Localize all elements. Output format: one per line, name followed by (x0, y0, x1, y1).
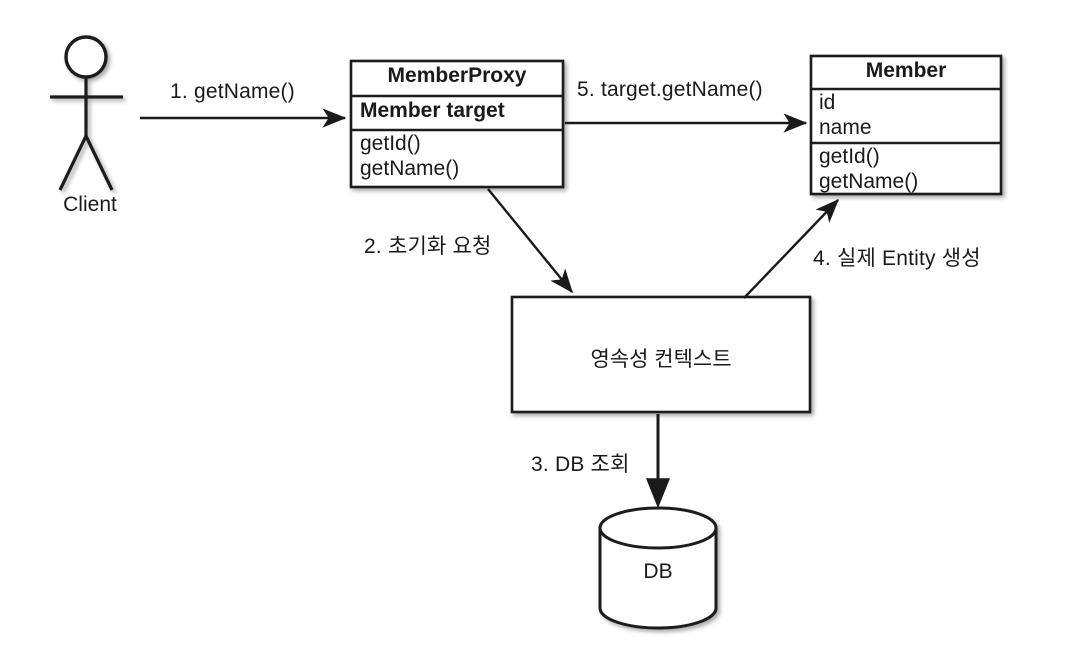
member-box (809, 54, 1003, 196)
member-attribute-id: id (819, 91, 836, 114)
persistence-context-box (510, 295, 812, 414)
member-method-getid: getId() (819, 145, 880, 168)
database-label: DB (643, 560, 673, 583)
actor-label: Client (63, 193, 117, 216)
member-proxy-title: MemberProxy (387, 64, 527, 87)
message-label-1: 1. getName() (170, 80, 295, 103)
message-label-2: 2. 초기화 요청 (364, 235, 492, 258)
member-proxy-method-getid: getId() (360, 132, 421, 155)
message-label-4: 4. 실제 Entity 생성 (813, 247, 981, 270)
member-proxy-attribute-target: Member target (360, 99, 505, 122)
connector-2-init-request (487, 188, 573, 294)
member-title: Member (865, 59, 947, 82)
connector-4-create-entity (743, 198, 839, 299)
member-proxy-method-getname: getName() (360, 157, 460, 180)
member-proxy-box (349, 59, 565, 189)
actor-figure (50, 35, 123, 191)
persistence-context-label: 영속성 컨텍스트 (590, 348, 732, 371)
message-label-3: 3. DB 조회 (531, 453, 630, 476)
member-method-getname: getName() (819, 170, 919, 193)
database-cylinder (598, 506, 718, 630)
message-label-5: 5. target.getName() (577, 78, 763, 101)
member-attribute-name: name (819, 116, 872, 139)
